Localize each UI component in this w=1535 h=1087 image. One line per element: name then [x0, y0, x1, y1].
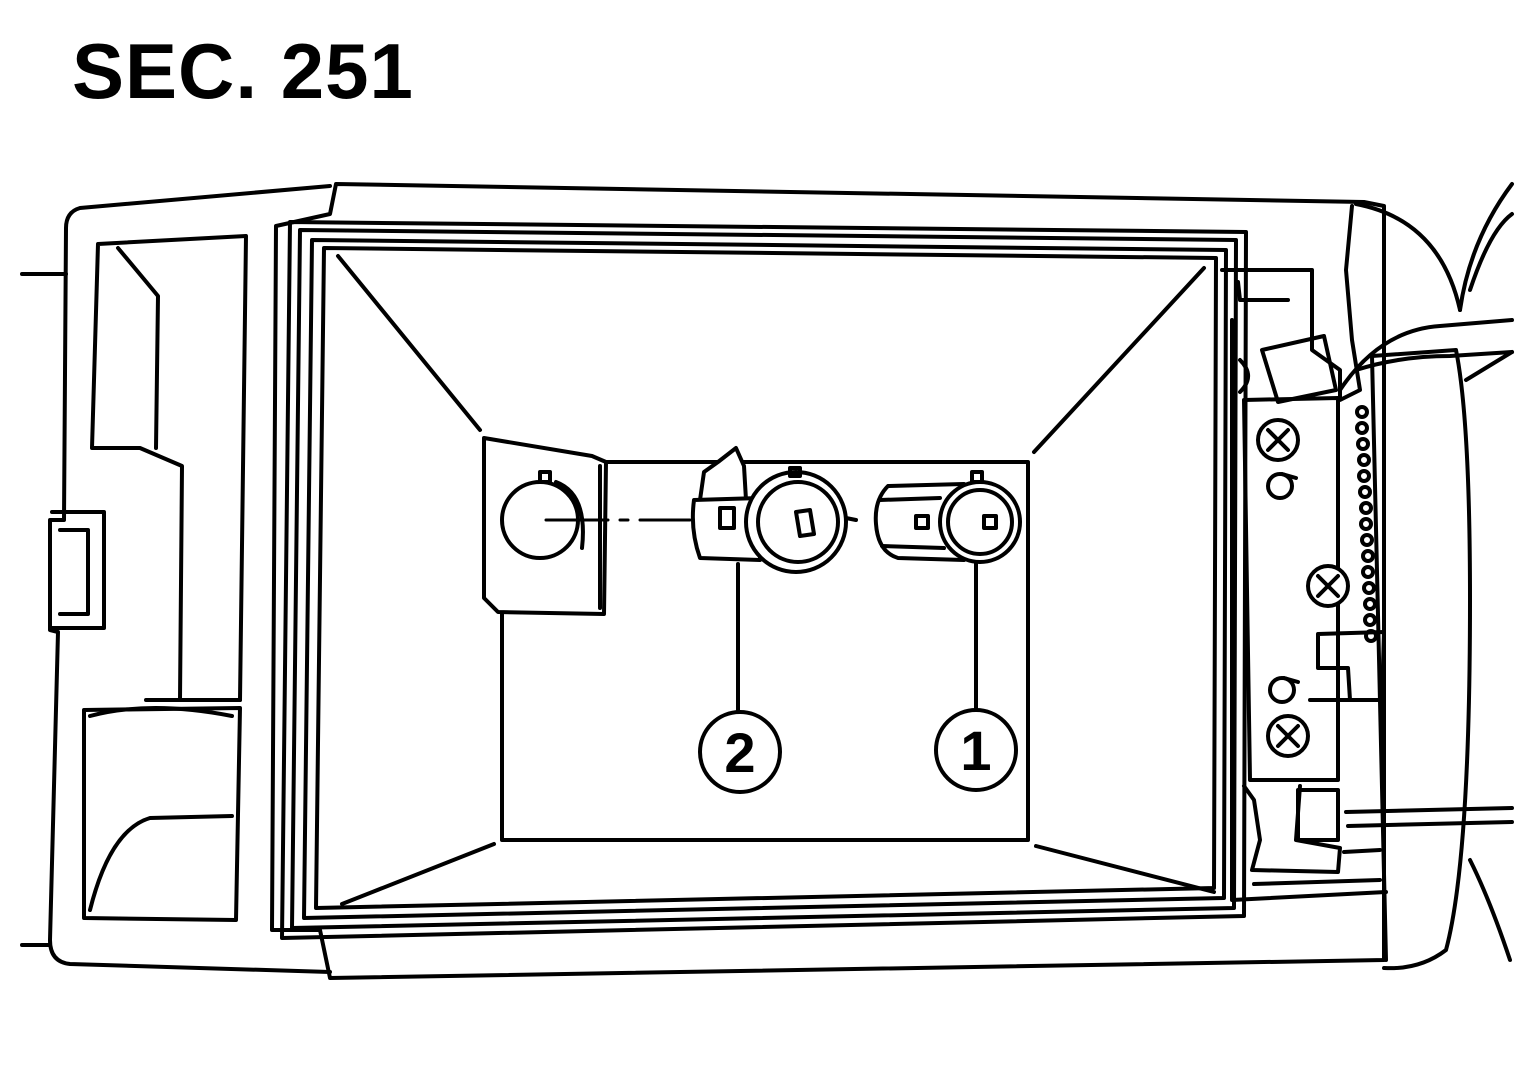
callout-1: 1 — [934, 708, 1018, 792]
callout-1-label: 1 — [960, 719, 991, 782]
right-lid — [1338, 182, 1514, 971]
callout-2: 2 — [698, 710, 782, 794]
callout-2-label: 2 — [724, 721, 755, 784]
section-title: SEC. 251 — [72, 27, 414, 115]
hinge-chain — [1355, 405, 1378, 643]
accessory-socket — [873, 470, 1022, 564]
console-left-shell — [20, 184, 332, 974]
power-socket — [690, 446, 858, 574]
tray-frame — [270, 182, 1386, 980]
socket-bracket — [482, 436, 608, 616]
right-latch-mechanism — [1220, 204, 1388, 902]
